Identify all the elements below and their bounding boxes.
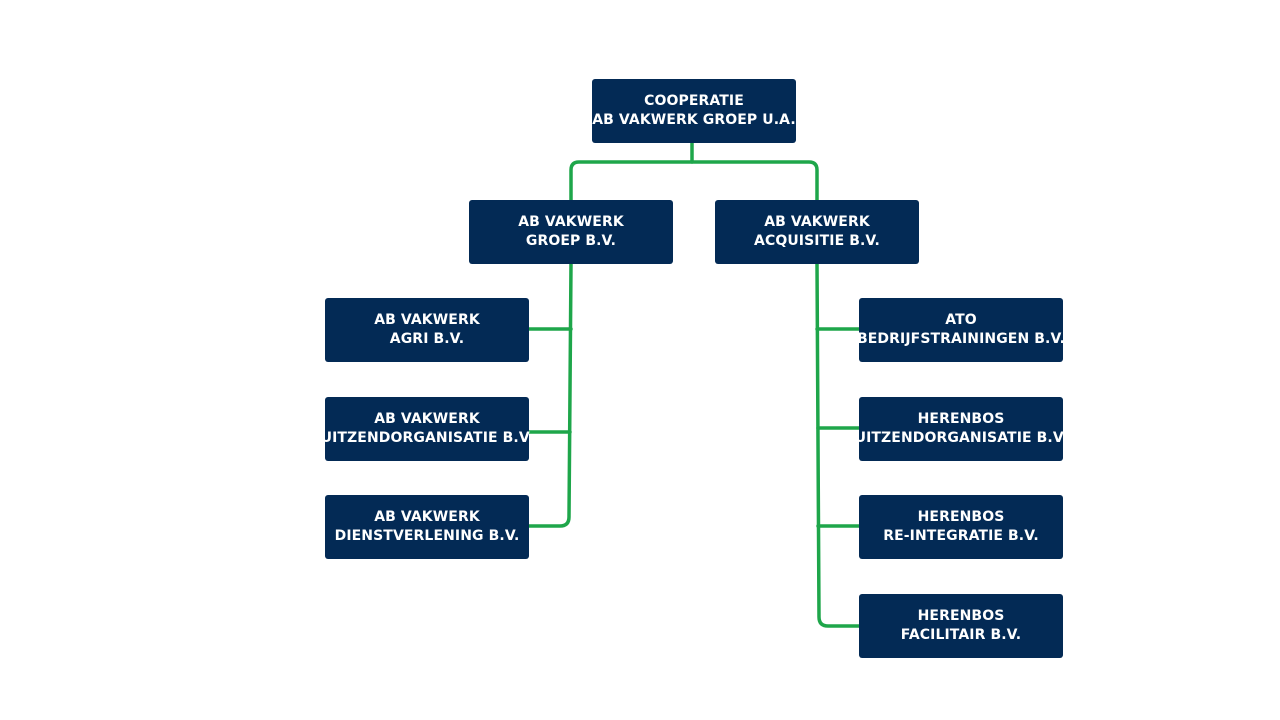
org-node-herenbos-re-integratie: HERENBOS RE-INTEGRATIE B.V.: [859, 495, 1063, 559]
org-node-line1: HERENBOS: [917, 509, 1005, 525]
org-node-line2: DIENSTVERLENING B.V.: [334, 528, 520, 544]
org-node-line2: GROEP B.V.: [525, 233, 617, 249]
org-node-agri: AB VAKWERK AGRI B.V.: [325, 298, 529, 362]
org-node-line1: AB VAKWERK: [764, 214, 870, 230]
org-node-line1: COOPERATIE: [644, 93, 744, 109]
org-node-line2: RE-INTEGRATIE B.V.: [883, 528, 1039, 544]
org-node-line1: AB VAKWERK: [374, 509, 480, 525]
org-node-groep: AB VAKWERK GROEP B.V.: [469, 200, 673, 264]
org-node-dienstverlening: AB VAKWERK DIENSTVERLENING B.V.: [325, 495, 529, 559]
connector-acq-trunk: [815, 262, 861, 628]
org-node-line1: HERENBOS: [917, 608, 1005, 624]
org-node-line1: ATO: [945, 312, 977, 328]
org-node-line1: AB VAKWERK: [374, 411, 480, 427]
org-node-line2: AGRI B.V.: [389, 331, 465, 347]
org-node-herenbos-uitzendorganisatie: HERENBOS UITZENDORGANISATIE B.V.: [855, 397, 1067, 461]
org-node-line1: AB VAKWERK: [374, 312, 480, 328]
org-node-line2: UITZENDORGANISATIE B.V.: [320, 430, 534, 446]
org-node-line2: ACQUISITIE B.V.: [754, 233, 880, 249]
org-node-line2: BEDRIJFSTRAININGEN B.V.: [857, 331, 1065, 347]
connector-groep-trunk: [527, 262, 573, 528]
org-node-line1: HERENBOS: [917, 411, 1005, 427]
org-node-acquisitie: AB VAKWERK ACQUISITIE B.V.: [715, 200, 919, 264]
org-node-line1: AB VAKWERK: [518, 214, 624, 230]
org-node-herenbos-facilitair: HERENBOS FACILITAIR B.V.: [859, 594, 1063, 658]
org-node-uitzendorganisatie: AB VAKWERK UITZENDORGANISATIE B.V.: [321, 397, 533, 461]
org-node-ato-bedrijfstrainingen: ATO BEDRIJFSTRAININGEN B.V.: [857, 298, 1065, 362]
org-node-line2: AB VAKWERK GROEP U.A.: [592, 112, 796, 128]
org-node-cooperatie: COOPERATIE AB VAKWERK GROEP U.A.: [592, 79, 796, 143]
org-node-line2: UITZENDORGANISATIE B.V.: [854, 430, 1068, 446]
connector-root-split: [569, 160, 819, 202]
org-node-line2: FACILITAIR B.V.: [900, 627, 1022, 643]
